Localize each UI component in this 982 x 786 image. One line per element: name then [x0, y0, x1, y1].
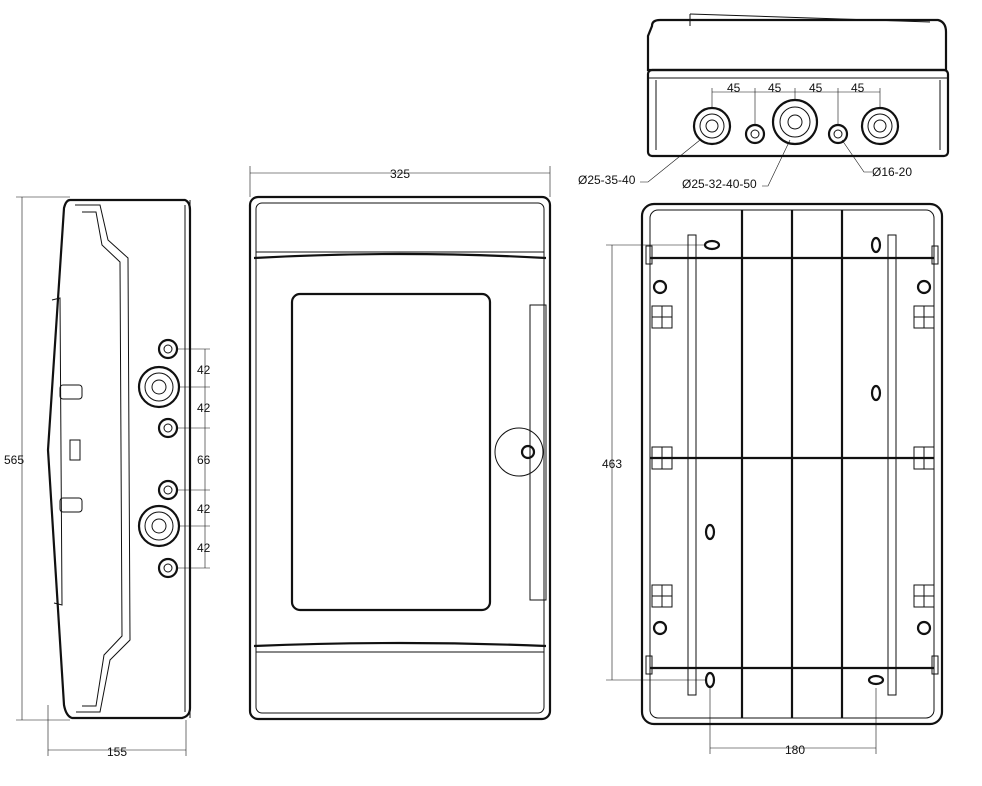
top-gland-3 — [860, 106, 900, 146]
back-body — [640, 202, 944, 726]
top-spacing-1: 45 — [727, 81, 741, 95]
front-latch — [494, 427, 544, 477]
top-knockout-1 — [744, 123, 766, 145]
front-body — [248, 195, 552, 721]
front-window — [290, 292, 492, 612]
side-spacing-3: 66 — [197, 453, 211, 467]
front-view: 325 — [248, 166, 552, 721]
top-gland-1 — [692, 106, 732, 146]
side-view-door-profile — [75, 204, 131, 713]
front-width-label: 325 — [390, 167, 410, 181]
top-spacing-3: 45 — [809, 81, 823, 95]
top-knockout-2 — [827, 123, 849, 145]
side-spacing-5: 42 — [197, 541, 211, 555]
side-knockout-4 — [157, 557, 179, 579]
top-view: 45 45 45 45 Ø25-35-40 Ø25-32-40-50 Ø16-2… — [578, 13, 950, 191]
side-spacing-4: 42 — [197, 502, 211, 516]
top-gland-large-center-label: Ø25-32-40-50 — [682, 177, 757, 191]
side-depth-label: 155 — [107, 745, 127, 759]
side-spacing-2: 42 — [197, 401, 211, 415]
side-gland-1 — [137, 365, 181, 409]
back-mount-width-label: 180 — [785, 743, 805, 757]
side-gland-2 — [137, 504, 181, 548]
top-body — [646, 68, 950, 158]
back-mount-height-label: 463 — [602, 457, 622, 471]
top-spacing-2: 45 — [768, 81, 782, 95]
side-knockout-2 — [157, 417, 179, 439]
side-height-label: 565 — [4, 453, 24, 467]
side-view: 42 42 66 42 42 565 155 — [4, 196, 211, 759]
side-spacing-1: 42 — [197, 363, 211, 377]
back-view: 463 180 — [602, 202, 944, 757]
side-knockout-3 — [157, 479, 179, 501]
top-gland-large-left-label: Ø25-35-40 — [578, 173, 636, 187]
top-gland-small-label: Ø16-20 — [872, 165, 912, 179]
top-spacing-4: 45 — [851, 81, 865, 95]
top-gland-2 — [771, 98, 819, 146]
top-lid — [646, 18, 948, 72]
side-knockout-1 — [157, 338, 179, 360]
side-view-body — [46, 198, 192, 720]
